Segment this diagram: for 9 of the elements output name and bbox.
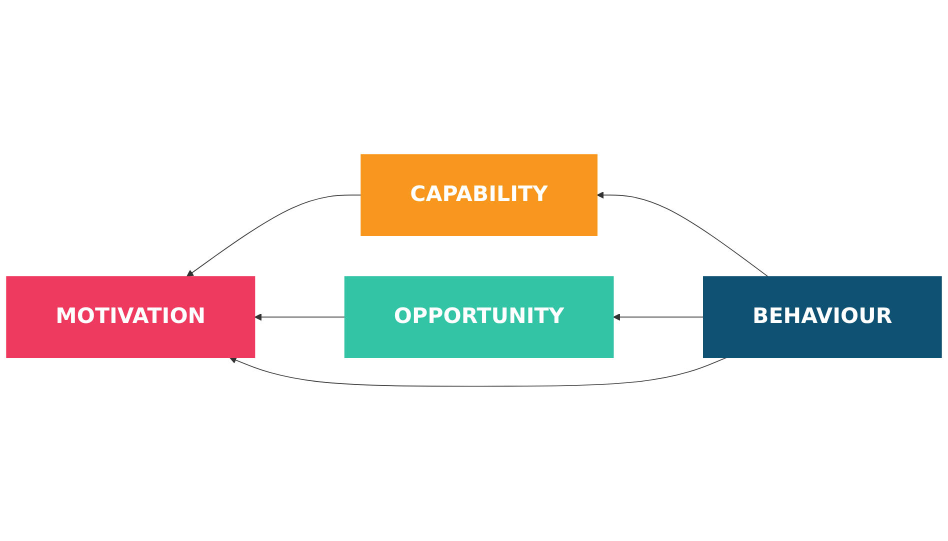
node-box: CAPABILITY: [360, 154, 598, 236]
arrow: [613, 314, 704, 321]
node-box: BEHAVIOUR: [703, 276, 942, 358]
node-box: MOTIVATION: [6, 276, 256, 358]
arrow: [229, 356, 727, 387]
arrow: [186, 194, 362, 277]
arrow: [254, 314, 346, 321]
node-box: OPPORTUNITY: [344, 276, 614, 358]
arrow: [596, 192, 768, 278]
